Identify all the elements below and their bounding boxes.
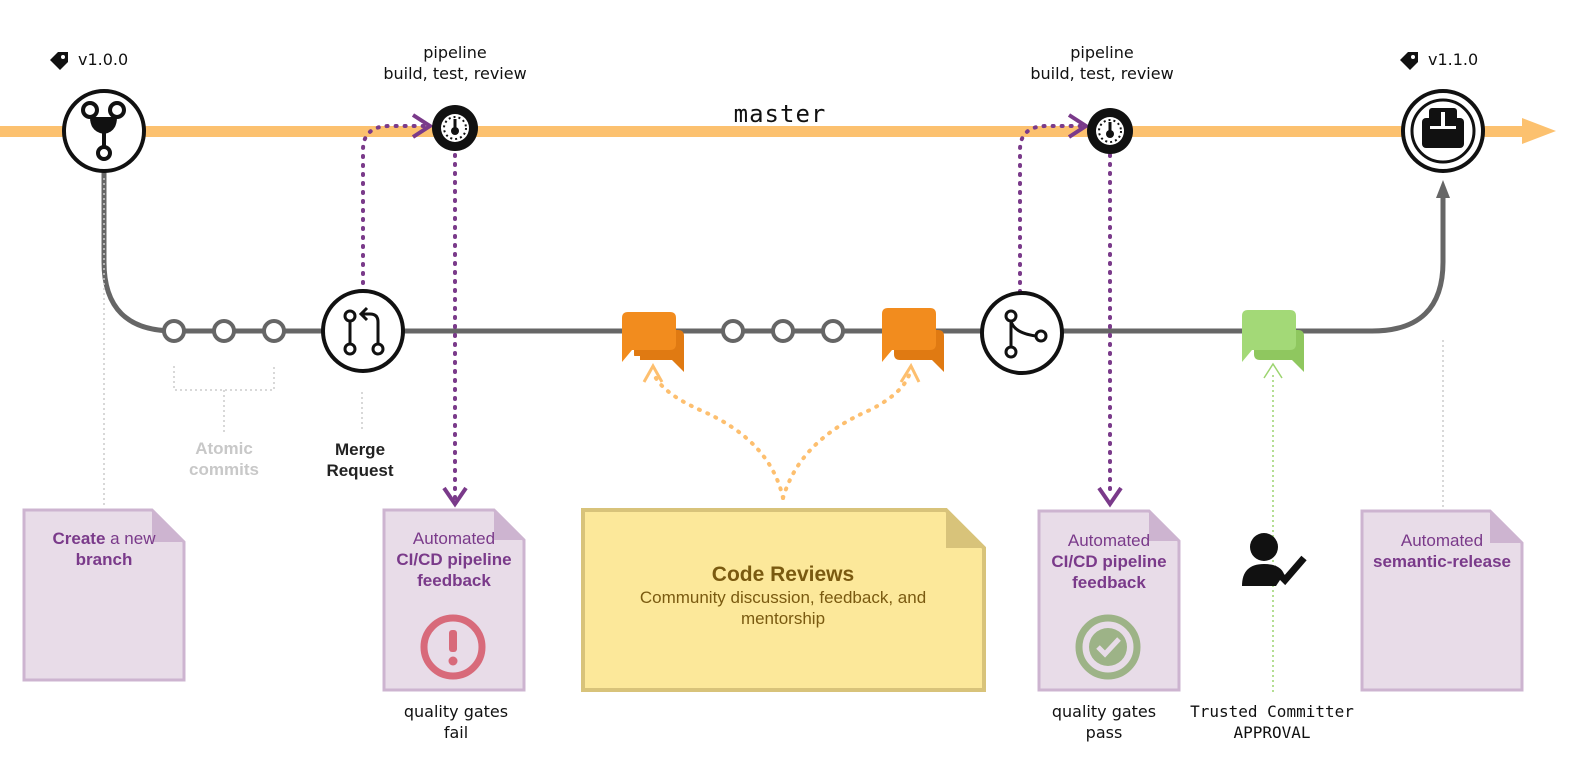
commit-node bbox=[771, 319, 795, 343]
atomic-commits-line-2: commits bbox=[189, 460, 259, 479]
merge-request-icon bbox=[343, 306, 385, 356]
semantic-release-line-2: semantic-release bbox=[1373, 552, 1511, 571]
atomic-commits-group-1 bbox=[162, 319, 286, 343]
review-chat-icon-1 bbox=[622, 312, 684, 372]
package-box-icon bbox=[1422, 108, 1464, 148]
pipeline-fail-text: Automated CI/CD pipeline feedback bbox=[384, 528, 524, 591]
exclamation-icon bbox=[420, 614, 486, 680]
pipeline-feedback-arrow-2 bbox=[1097, 486, 1123, 508]
commit-node bbox=[262, 319, 286, 343]
approval-arrowhead bbox=[1263, 362, 1283, 379]
create-branch-text: Create a new branch bbox=[24, 528, 184, 570]
pipeline-trigger-arrow-2 bbox=[1067, 113, 1090, 139]
create-branch-text-1: a new bbox=[105, 529, 156, 548]
code-reviews-subtitle-2: mentorship bbox=[740, 609, 826, 628]
review-chat-icon-2 bbox=[882, 308, 944, 372]
commit-node bbox=[821, 319, 845, 343]
pipeline-trigger-arrow-1 bbox=[411, 113, 434, 139]
pipeline-title: pipeline bbox=[423, 43, 487, 62]
review-arrow-right bbox=[899, 362, 921, 383]
atomic-commits-line-1: Atomic bbox=[195, 439, 253, 458]
quality-gates-pass-line-2: pass bbox=[1085, 723, 1123, 742]
pipeline-pass-text: Automated CI/CD pipeline feedback bbox=[1039, 530, 1179, 593]
trusted-committer-line-2: APPROVAL bbox=[1233, 723, 1311, 742]
tag-icon bbox=[50, 52, 68, 70]
pipeline-fail-doc bbox=[382, 508, 526, 692]
tag-icon bbox=[1400, 52, 1418, 70]
quality-gates-fail-line-1: quality gates bbox=[403, 702, 509, 721]
pipeline-fail-line-1: Automated bbox=[412, 529, 496, 548]
review-arrow-left bbox=[642, 362, 664, 383]
atomic-commits-group-2 bbox=[721, 319, 845, 343]
pipeline-subtitle: build, test, review bbox=[1030, 64, 1174, 83]
quality-gates-pass-label: quality gates pass bbox=[1024, 701, 1184, 743]
semantic-release-doc bbox=[1360, 509, 1524, 692]
merge-request-line-2: Request bbox=[326, 461, 394, 480]
pipeline-node-2 bbox=[1087, 108, 1133, 154]
master-arrowhead bbox=[1522, 118, 1556, 144]
commit-node bbox=[212, 319, 236, 343]
approval-chat-icon bbox=[1242, 310, 1304, 372]
quality-gates-pass-line-1: quality gates bbox=[1051, 702, 1157, 721]
merge-request-node bbox=[321, 289, 405, 373]
pipeline-node-1 bbox=[432, 105, 478, 151]
pipeline-pass-doc bbox=[1037, 509, 1181, 692]
commit-node bbox=[721, 319, 745, 343]
create-branch-bold-2: branch bbox=[75, 550, 133, 569]
tag-label-end: v1.1.0 bbox=[1428, 50, 1479, 69]
code-reviews-subtitle-1: Community discussion, feedback, and bbox=[639, 588, 927, 607]
pipeline-label-1: pipeline build, test, review bbox=[365, 42, 545, 84]
master-label: master bbox=[733, 100, 827, 128]
check-icon bbox=[1075, 614, 1141, 680]
tag-label-start: v1.0.0 bbox=[78, 50, 129, 69]
pipeline-label-2: pipeline build, test, review bbox=[1012, 42, 1192, 84]
merge-request-line-1: Merge bbox=[334, 440, 386, 459]
user-check-icon bbox=[1242, 533, 1307, 586]
pipeline-pass-line-3: feedback bbox=[1072, 573, 1146, 592]
quality-gates-fail-label: quality gates fail bbox=[376, 701, 536, 743]
pipeline-title: pipeline bbox=[1070, 43, 1134, 62]
release-node bbox=[1401, 89, 1485, 173]
pipeline-fail-line-3: feedback bbox=[417, 571, 491, 590]
quality-gates-fail-line-2: fail bbox=[443, 723, 469, 742]
merge-node bbox=[980, 291, 1064, 375]
create-branch-bold-1: Create bbox=[52, 529, 106, 548]
pipeline-feedback-arrow-1 bbox=[442, 486, 468, 508]
code-reviews-text: Code Reviews Community discussion, feedb… bbox=[583, 563, 983, 629]
fork-icon bbox=[81, 101, 126, 161]
pipeline-pass-line-2: CI/CD pipeline bbox=[1051, 552, 1167, 571]
pipeline-pass-line-1: Automated bbox=[1067, 531, 1151, 550]
review-flow-left bbox=[651, 370, 785, 500]
pipeline-trigger-flow-1 bbox=[361, 124, 426, 294]
merge-request-label: Merge Request bbox=[300, 439, 420, 481]
atomic-commits-bracket bbox=[173, 366, 275, 432]
code-reviews-note bbox=[581, 508, 986, 692]
atomic-commits-label: Atomic commits bbox=[164, 438, 284, 480]
commit-node bbox=[162, 319, 186, 343]
pipeline-fail-line-2: CI/CD pipeline bbox=[396, 550, 512, 569]
trusted-committer-label: Trusted Committer APPROVAL bbox=[1172, 701, 1372, 743]
branch-fork-node bbox=[62, 89, 146, 173]
create-branch-doc bbox=[22, 508, 186, 682]
feature-branch-line bbox=[101, 172, 1446, 334]
semantic-release-text: Automated semantic-release bbox=[1362, 530, 1522, 572]
review-flow-right bbox=[781, 370, 912, 500]
pipeline-trigger-flow-2 bbox=[1018, 124, 1082, 294]
master-branch-line bbox=[0, 118, 1556, 144]
semantic-release-line-1: Automated bbox=[1400, 531, 1484, 550]
code-reviews-title: Code Reviews bbox=[711, 563, 855, 586]
merge-icon bbox=[1004, 309, 1048, 359]
pipeline-subtitle: build, test, review bbox=[383, 64, 527, 83]
trusted-committer-line-1: Trusted Committer bbox=[1190, 702, 1354, 721]
release-arrowhead bbox=[1436, 180, 1450, 198]
